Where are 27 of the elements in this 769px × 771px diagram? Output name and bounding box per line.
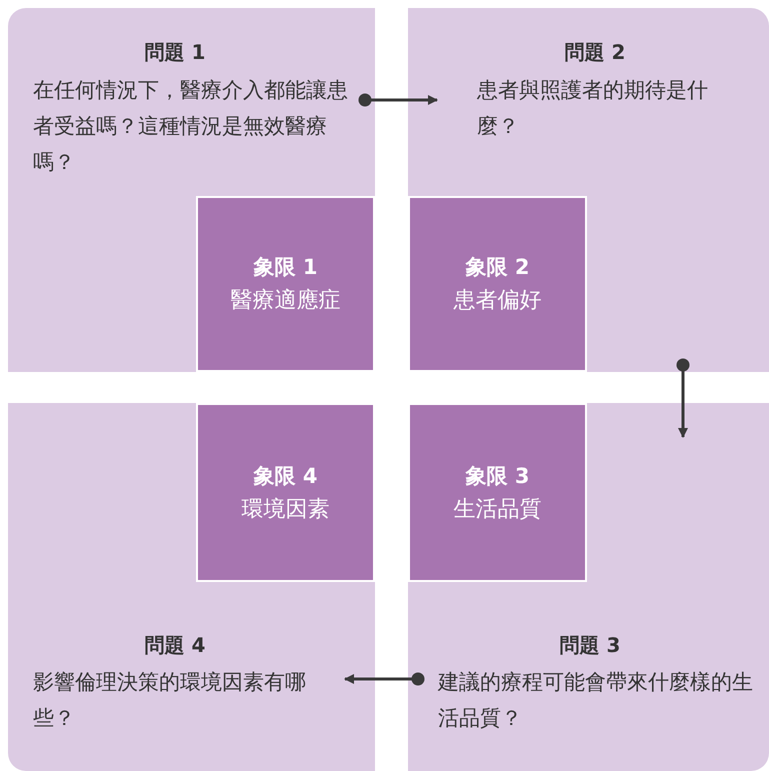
quadrant-heading: 象限 2 — [466, 254, 530, 281]
question-heading: 問題 3 — [558, 632, 622, 659]
question-text: 建議的療程可能會帶來什麼樣的生活品質？ — [438, 669, 753, 732]
question-heading: 問題 2 — [564, 39, 626, 66]
question-panel — [8, 403, 375, 771]
quadrant-box — [196, 403, 375, 582]
question-text: 在任何情況下，醫療介入都能讓患者受益嗎？這種情況是無效醫療嗎？ — [33, 77, 348, 176]
quadrant-heading: 象限 1 — [254, 254, 318, 281]
question-panel — [8, 8, 375, 372]
question-panel — [408, 403, 769, 771]
quadrant-box — [408, 403, 587, 582]
arrow — [358, 94, 438, 106]
quadrant-text: 患者偏好 — [454, 287, 542, 315]
question-text: 患者與照護者的期待是什麼？ — [477, 77, 709, 140]
quadrant-box — [196, 196, 375, 372]
question-heading: 問題 1 — [144, 39, 206, 66]
quadrant-text: 環境因素 — [242, 496, 330, 524]
question-text: 影響倫理決策的環境因素有哪些？ — [33, 669, 307, 732]
quadrant-heading: 象限 3 — [466, 462, 530, 490]
quadrant-box — [408, 196, 587, 372]
arrow — [344, 672, 424, 686]
quadrant-text: 醫療適應症 — [230, 287, 340, 315]
quadrant-text: 生活品質 — [454, 496, 542, 524]
arrow — [676, 358, 690, 438]
quadrant-heading: 象限 4 — [254, 462, 318, 490]
question-panel — [408, 8, 769, 372]
question-heading: 問題 4 — [144, 632, 206, 659]
